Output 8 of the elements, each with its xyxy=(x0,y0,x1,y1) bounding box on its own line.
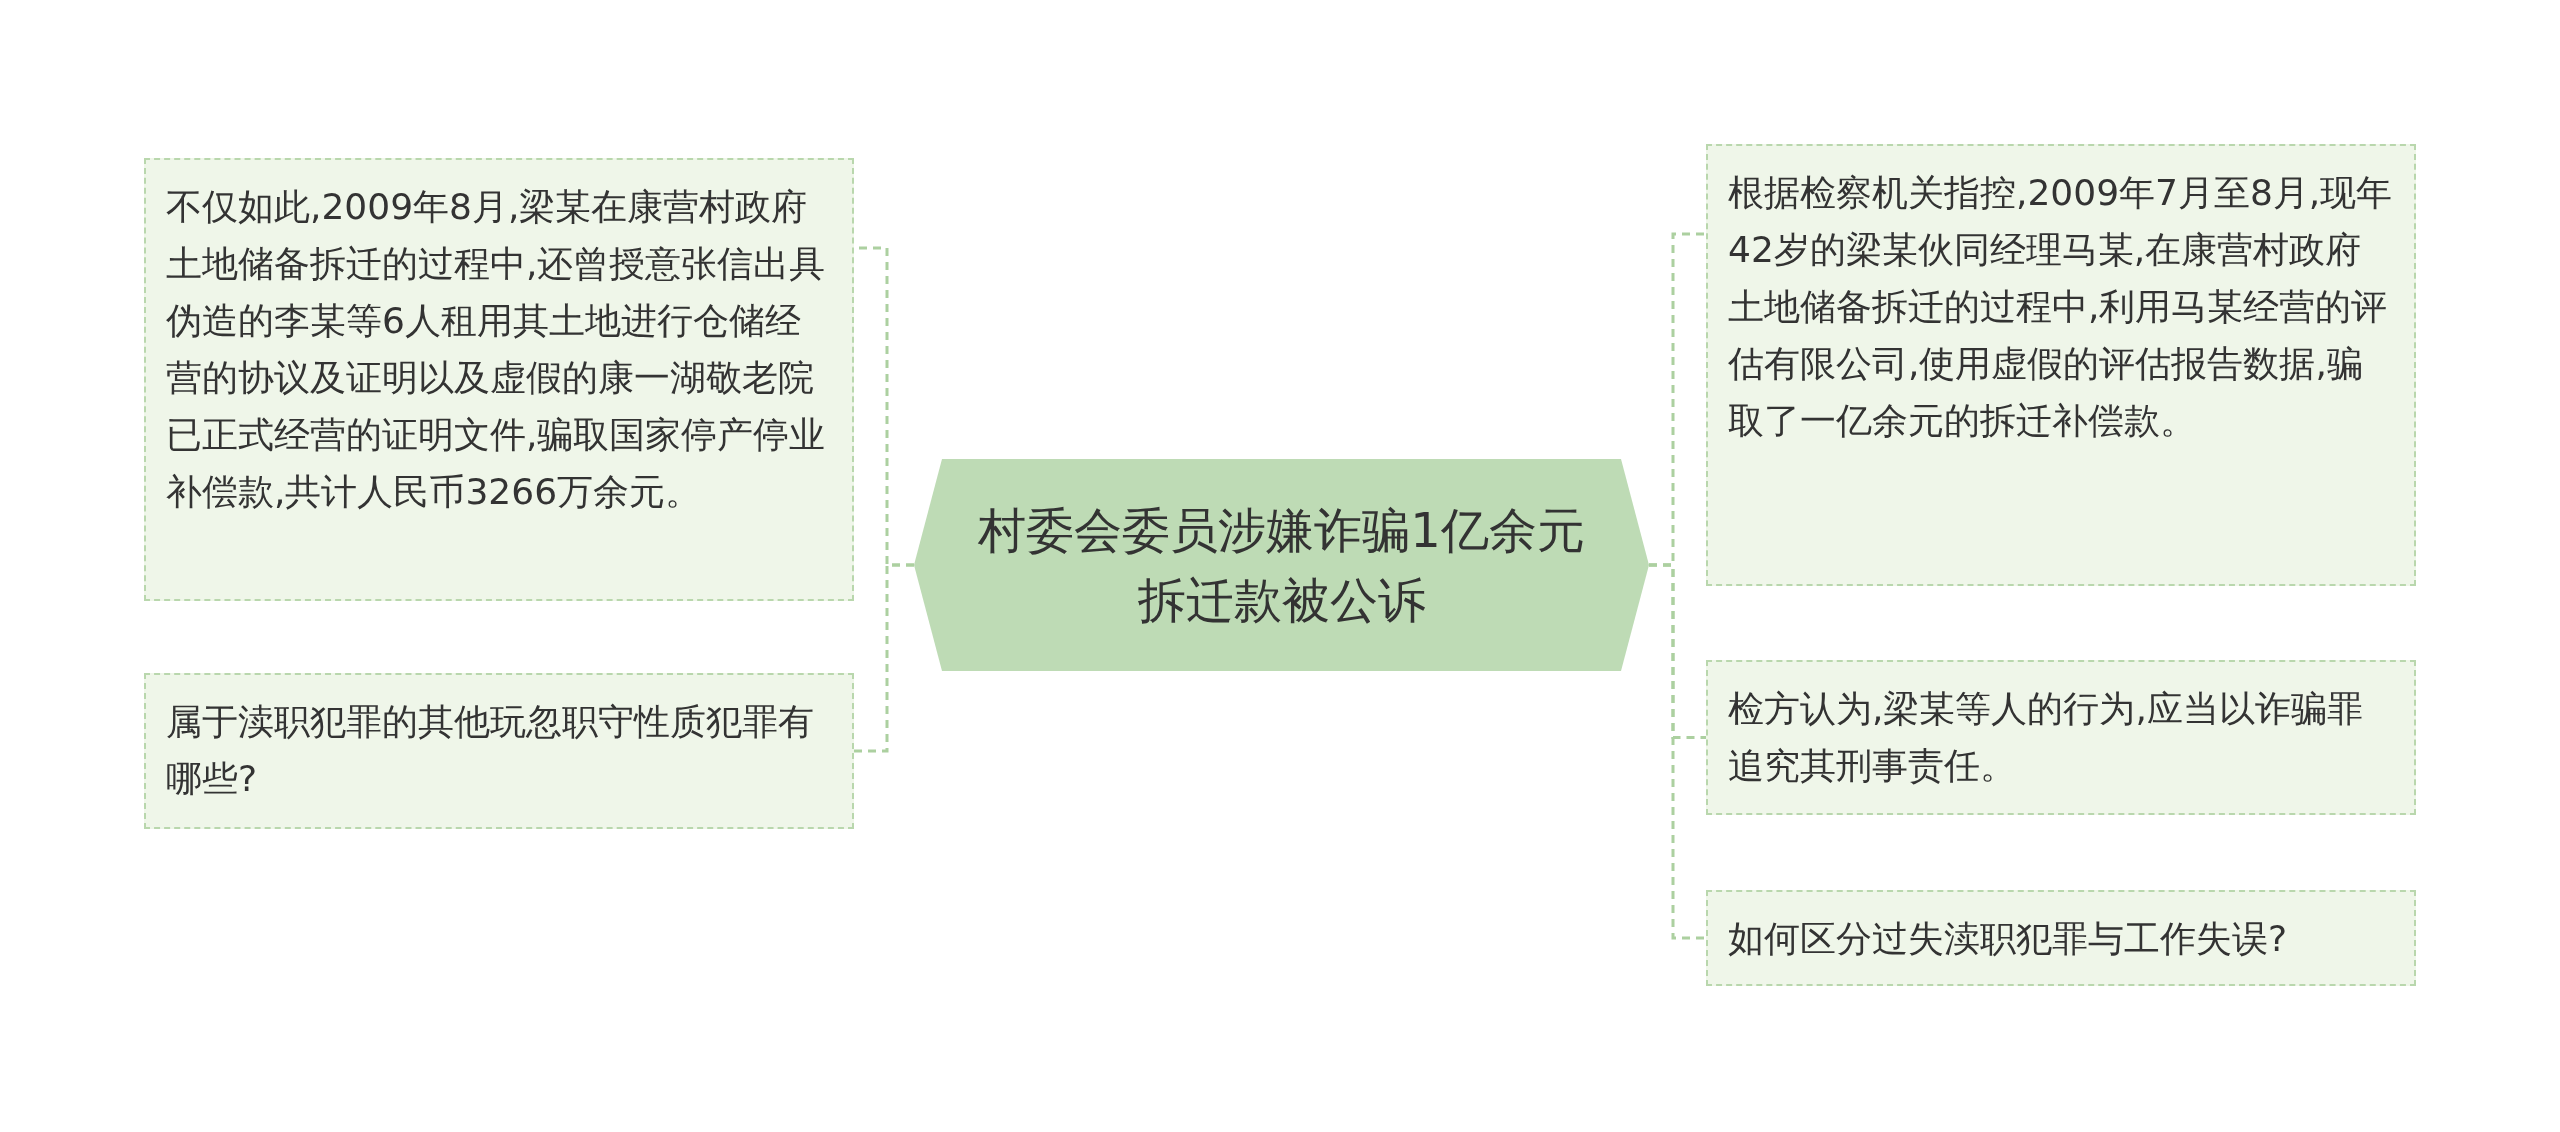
topic-box: 属于渎职犯罪的其他玩忽职守性质犯罪有哪些? xyxy=(144,673,854,829)
central-topic-hexagon: 村委会委员涉嫌诈骗1亿余元拆迁款被公诉 xyxy=(914,459,1649,671)
connector-line xyxy=(1649,563,1706,940)
topic-box: 检方认为,梁某等人的行为,应当以诈骗罪追究其刑事责任。 xyxy=(1706,660,2416,815)
topic-box: 不仅如此,2009年8月,梁某在康营村政府土地储备拆迁的过程中,还曾授意张信出具伪造的李某等6人租用其土地进行仓储经营的协议及证明以及虚假的康一湖敬老院已正式经营的证明文件,骗取国家停产停业补偿款,共计人民币3266万余元。 xyxy=(144,158,854,601)
topic-box: 根据检察机关指控,2009年7月至8月,现年42岁的梁某伙同经理马某,在康营村政府土地储备拆迁的过程中,利用马某经营的评估有限公司,使用虚假的评估报告数据,骗取了一亿余元的拆迁补偿款。 xyxy=(1706,144,2416,586)
topic-box: 如何区分过失渎职犯罪与工作失误? xyxy=(1706,890,2416,986)
connector-line xyxy=(854,563,914,753)
